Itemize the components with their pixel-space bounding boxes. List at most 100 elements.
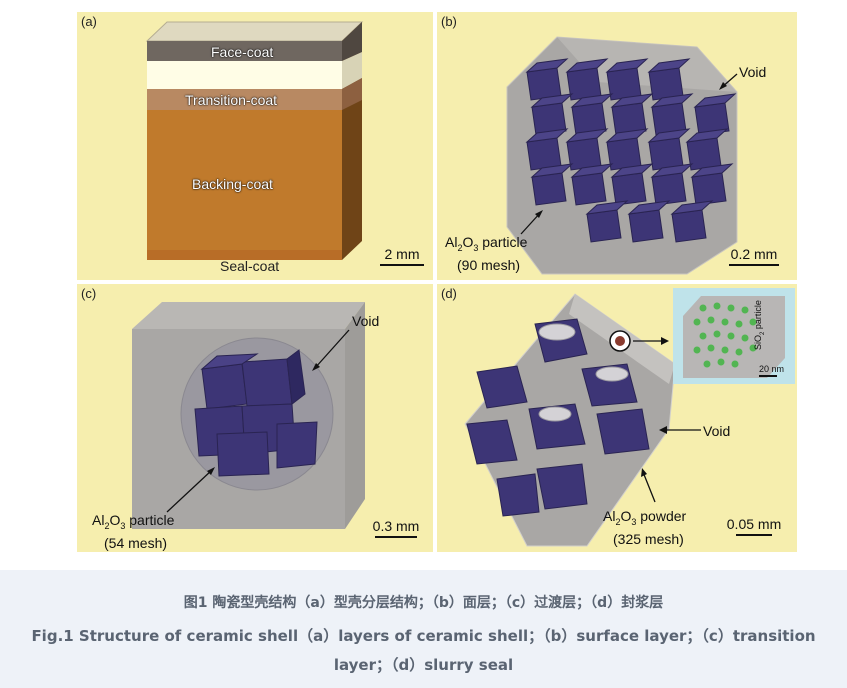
- particle-cube-top: [525, 128, 569, 143]
- slurry-seal-graphic: [464, 293, 676, 547]
- particle-cube-top: [610, 163, 654, 178]
- particle-cube-top: [647, 128, 691, 143]
- sio2-particle-dot: [735, 320, 743, 328]
- transition-layer-graphic: [132, 302, 365, 529]
- particle-label-c: Al2O3 particle (54 mesh): [92, 512, 174, 552]
- sio2-particle-dot: [707, 316, 715, 324]
- sio2-particle-dot: [731, 360, 739, 368]
- inset-scale-label: 20 nm: [759, 364, 785, 374]
- layer-label-face-coat: Face-coat: [211, 44, 274, 60]
- sio2-particle-dot: [749, 344, 757, 352]
- arrows-c: [166, 329, 350, 513]
- particle-cube-top: [565, 58, 609, 73]
- scale-label-d: 0.05 mm: [726, 516, 782, 532]
- sio2-particle-dot: [707, 344, 715, 352]
- panel-d-label: (d): [441, 286, 457, 301]
- sio2-particle-dot: [699, 332, 707, 340]
- caption-chinese: 图1 陶瓷型壳结构（a）型壳分层结构；（b）面层；（c）过渡层；（d）封浆层: [183, 595, 664, 611]
- scale-bar-c: 0.3 mm: [365, 518, 427, 538]
- particle-cube-top: [605, 128, 649, 143]
- particle-cube-top: [530, 93, 574, 108]
- sio2-particle-dot: [741, 334, 749, 342]
- sio2-particle-dot: [713, 302, 721, 310]
- particle-sub-d1: 2: [615, 516, 621, 527]
- particle-sub-d2: 3: [631, 516, 637, 527]
- scale-bar-a: 2 mm: [377, 246, 427, 266]
- particle-sub-c2: 3: [120, 520, 126, 531]
- particle-text-d1: Al: [603, 508, 616, 524]
- layer-block-graphic: [145, 21, 364, 260]
- panel-a: (a) Face-coat Transition-coat Backing-co…: [77, 12, 433, 280]
- particle-sub-c1: 2: [104, 520, 110, 531]
- particle-cube-top: [693, 93, 737, 108]
- particle-label-d: Al2O3 powder (325 mesh): [603, 508, 686, 548]
- particle-cube-top: [570, 163, 614, 178]
- sio2-particle-dot: [721, 346, 729, 354]
- sio2-particle-dot: [699, 304, 707, 312]
- scale-line-b: [729, 264, 779, 266]
- sio2-particle-dot: [727, 332, 735, 340]
- sio2-particle-dot: [735, 348, 743, 356]
- arrows-b: [520, 73, 738, 235]
- surface-layer-graphic: [506, 36, 738, 275]
- particle-cube-top: [647, 58, 691, 73]
- particle-cube-top: [685, 128, 729, 143]
- layer-label-seal-coat: Seal-coat: [220, 258, 280, 274]
- particle-mesh-c: (54 mesh): [104, 534, 168, 551]
- particle-label-b: Al2O3 particle (90 mesh): [445, 234, 527, 274]
- particle-cube-top: [690, 163, 734, 178]
- inset-scale: 20 nm: [759, 364, 784, 377]
- sio2-particle-dot: [741, 306, 749, 314]
- arrows-d: [641, 426, 701, 503]
- particle-text-c1: Al: [92, 512, 105, 528]
- particle-cube-top: [670, 200, 714, 215]
- panel-c: (c) Void Al2O3 particle (54 mesh) 0.3 mm: [77, 284, 433, 552]
- void-label-d: Void: [703, 423, 731, 439]
- particle-text-c3: particle: [125, 512, 175, 528]
- particle-sub-b2: 3: [473, 242, 479, 253]
- caption-box: 图1 陶瓷型壳结构（a）型壳分层结构；（b）面层；（c）过渡层；（d）封浆层 F…: [0, 570, 847, 688]
- particle-cube-top: [585, 200, 629, 215]
- sio2-particle-dot: [703, 360, 711, 368]
- sio2-inset-graphic: [683, 296, 785, 378]
- scale-line-d: [736, 534, 772, 536]
- panel-a-label: (a): [81, 14, 97, 29]
- sio2-inset: SiO2 particle 20 nm: [673, 288, 795, 384]
- particle-cube-top: [650, 163, 694, 178]
- particle-cube-top: [565, 128, 609, 143]
- sio2-particle-dot: [713, 330, 721, 338]
- scale-line-a: [380, 264, 424, 266]
- panel-b: (b) Void Al2O3 particle (90 mesh) 0.2 mm: [437, 12, 797, 280]
- particle-cube-top: [610, 93, 654, 108]
- particle-text-b2: O: [462, 234, 474, 250]
- scale-line-c: [375, 536, 417, 538]
- particle-cube-top: [530, 163, 574, 178]
- sio2-particle-dot: [749, 318, 757, 326]
- particle-text-d3: powder: [636, 508, 687, 524]
- sio2-particle-dot: [727, 304, 735, 312]
- particle-cube-top: [627, 200, 671, 215]
- panel-c-label: (c): [81, 286, 97, 301]
- particle-mesh-d: (325 mesh): [613, 530, 684, 547]
- void-label-c: Void: [352, 313, 380, 329]
- sio2-particle-dot: [721, 318, 729, 326]
- scale-bar-b: 0.2 mm: [723, 246, 785, 266]
- particle-cube-top: [650, 93, 694, 108]
- particle-text-c2: O: [109, 512, 121, 528]
- sio2-particle-dot: [693, 318, 701, 326]
- scale-label-c: 0.3 mm: [372, 518, 420, 534]
- sio2-particle-dot: [693, 346, 701, 354]
- particle-text-d2: O: [620, 508, 632, 524]
- particle-mesh-b: (90 mesh): [457, 256, 521, 273]
- panel-b-label: (b): [441, 14, 457, 29]
- particle-sub-b1: 2: [457, 242, 463, 253]
- sio2-particle-dot: [717, 358, 725, 366]
- particle-text-b3: particle: [478, 234, 528, 250]
- particle-cube-top: [605, 58, 649, 73]
- particle-cube-top: [525, 58, 569, 73]
- scale-label-b: 0.2 mm: [730, 246, 778, 262]
- inset-scale-line: [759, 375, 777, 377]
- void-label-b: Void: [739, 64, 767, 80]
- layer-label-transition-coat: Transition-coat: [185, 92, 278, 108]
- panel-d: SiO2 particle 20 nm (d) Void Al2O3 powde…: [437, 284, 797, 552]
